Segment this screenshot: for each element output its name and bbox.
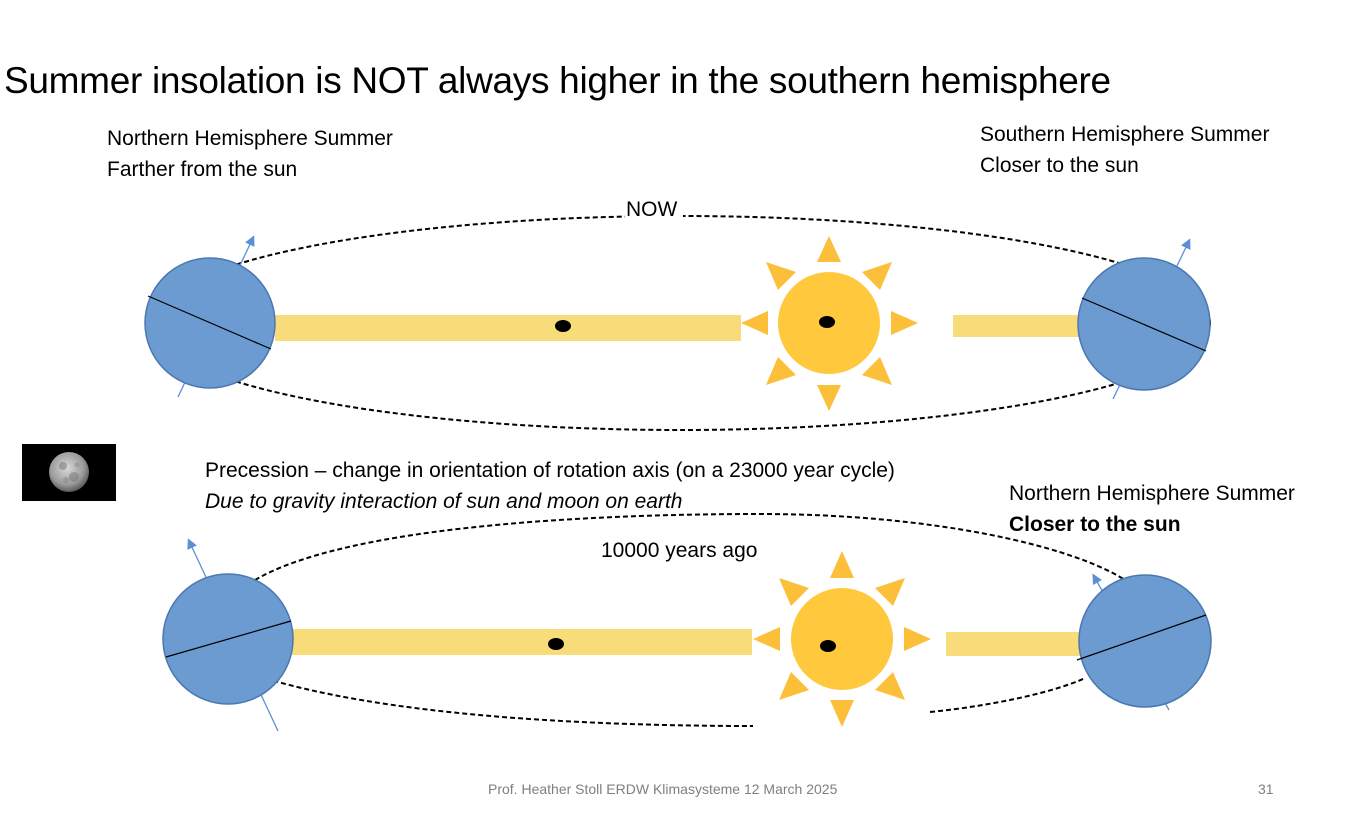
earth-icon xyxy=(162,538,294,732)
bottom-panel: 10000 years ago xyxy=(162,512,1212,732)
top-sun-dot xyxy=(819,316,835,328)
bottom-right-label-line2: Closer to the sun xyxy=(1009,513,1181,536)
top-right-label-line2: Closer to the sun xyxy=(980,154,1139,177)
slide-number: 31 xyxy=(1258,781,1274,797)
sun-icon xyxy=(753,551,931,727)
earth-icon xyxy=(1076,573,1212,711)
earth-icon xyxy=(144,235,276,398)
top-left-label: Northern Hemisphere Summer Farther from … xyxy=(107,123,393,185)
moon-photo xyxy=(22,444,116,501)
bottom-right-label: Northern Hemisphere Summer Closer to the… xyxy=(1009,478,1295,540)
moon-icon xyxy=(49,452,89,492)
precession-cause-text: Due to gravity interaction of sun and mo… xyxy=(205,490,683,513)
top-beam-left xyxy=(275,315,741,341)
top-focus-dot xyxy=(555,320,571,332)
bottom-beam-right xyxy=(946,632,1082,656)
bottom-orbit-label: 10000 years ago xyxy=(601,539,757,562)
bottom-orbit-right xyxy=(929,677,1086,713)
slide-title: Summer insolation is NOT always higher i… xyxy=(4,60,1111,101)
bottom-orbit-left xyxy=(257,675,754,727)
top-right-label-line1: Southern Hemisphere Summer xyxy=(980,123,1270,146)
top-right-label: Southern Hemisphere Summer Closer to the… xyxy=(980,119,1269,181)
top-orbit-label: NOW xyxy=(626,198,678,221)
bottom-sun-dot xyxy=(820,640,836,652)
bottom-focus-dot xyxy=(548,638,564,650)
precession-text: Precession – change in orientation of ro… xyxy=(205,459,895,482)
top-left-label-line2: Farther from the sun xyxy=(107,158,298,181)
top-left-label-line1: Northern Hemisphere Summer xyxy=(107,127,393,150)
bottom-right-label-line1: Northern Hemisphere Summer xyxy=(1009,482,1295,505)
earth-icon xyxy=(1077,238,1211,400)
top-panel: NOW xyxy=(144,195,1211,431)
top-beam-right xyxy=(953,315,1081,337)
bottom-orbit-top xyxy=(254,512,1126,581)
slide-footer: Prof. Heather Stoll ERDW Klimasysteme 12… xyxy=(488,781,838,797)
bottom-beam-left xyxy=(292,629,752,655)
